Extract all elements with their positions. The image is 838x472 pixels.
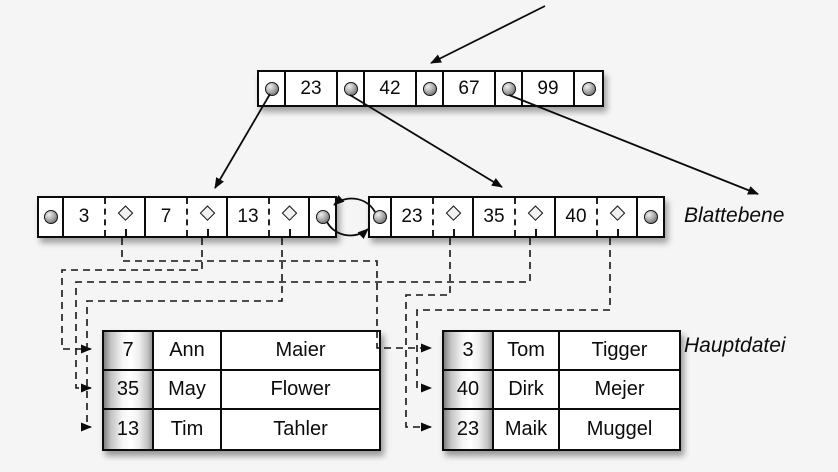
record-key-cell: 35: [104, 371, 154, 410]
record-firstname-cell: Maik: [494, 410, 560, 449]
record-diamond-icon: [199, 205, 215, 221]
leaf-key-cell: 35: [483, 206, 505, 227]
record-pointer-cell: [104, 198, 144, 236]
leaf-key-cell: 23: [401, 206, 423, 227]
record-pointer-cell: [432, 198, 472, 236]
pointer-circle-icon: [315, 210, 330, 224]
record-pointer-cell: [186, 198, 226, 236]
record-lastname-cell: Muggel: [586, 418, 653, 440]
pointer-tick: [535, 229, 537, 236]
leaf-key-cell: 7: [160, 206, 172, 227]
root-key-cell: 67: [444, 72, 496, 105]
leaf-pointer-cell: [39, 198, 64, 236]
pointer-tick: [453, 229, 455, 236]
record-pointer-cell: [514, 198, 554, 236]
record-diamond-icon: [445, 205, 461, 221]
leaf-pointer-cell: [310, 198, 335, 236]
record-firstname-cell: Tim: [154, 410, 222, 449]
record-firstname-cell: Dirk: [494, 371, 560, 410]
label-main-file: Hauptdatei: [684, 334, 786, 357]
leaf-key-cell: 3: [78, 206, 90, 227]
record-firstname-cell: Ann: [154, 332, 222, 371]
record-firstname-cell: Tom: [494, 332, 560, 371]
pointer-tick: [289, 229, 291, 236]
leaf-key-group: 13: [228, 198, 310, 236]
leaf-key-group: 3: [64, 198, 146, 236]
record-key-cell: 13: [104, 410, 154, 449]
record-lastname-cell: Tigger: [560, 332, 679, 371]
record-key-cell: 23: [444, 410, 494, 449]
label-leaf-level: Blattebene: [684, 204, 785, 227]
leaf-key-cell: 40: [565, 206, 587, 227]
root-key-cell: 23: [286, 72, 338, 105]
leaf-key-group: 23: [392, 198, 474, 236]
leaf-pointer-cell: [638, 198, 663, 236]
root-to-left-leaf-arrow: [214, 93, 271, 189]
record-diamond-icon: [609, 205, 625, 221]
pointer-circle-icon: [343, 81, 358, 96]
record-lastname-cell: Flower: [222, 371, 379, 410]
root-key-cell: 42: [365, 72, 417, 105]
record-diamond-icon: [281, 205, 297, 221]
record-lastname-cell: Maier: [222, 332, 379, 371]
pointer-circle-icon: [373, 210, 387, 224]
root-pointer-cell: [496, 72, 523, 105]
root-key-cell: 99: [523, 72, 575, 105]
record-lastname-cell: Mejer: [560, 371, 679, 410]
record-key-cell: 40: [444, 371, 494, 410]
main-file-table-left: 7 Ann Maier 35 May Flower 13 Tim Tahler: [102, 330, 381, 451]
leaf-key-cell: 13: [237, 206, 259, 227]
main-file-table-right: 3 Tom Tigger 40 Dirk Mejer 23 Maik Mugge…: [442, 330, 681, 451]
record-pointer-cell: [268, 198, 308, 236]
record-key-cell: 7: [104, 332, 154, 371]
record-firstname-cell: May: [154, 371, 222, 410]
record-lastname-cell: Tahler: [273, 418, 328, 440]
leaf-key-group: 7: [146, 198, 228, 236]
leaf-node-left: 3 7 13: [37, 196, 337, 238]
root-pointer-cell: [575, 72, 602, 105]
root-to-offscreen-leaf-arrow: [508, 94, 759, 195]
record-key-cell: 3: [444, 332, 494, 371]
pointer-circle-icon: [43, 210, 58, 224]
root-to-right-leaf-arrow: [349, 94, 503, 188]
root-pointer-cell: [417, 72, 444, 105]
leaf-key-group: 35: [474, 198, 556, 236]
root-pointer-cell: [259, 72, 286, 105]
record-pointer-cell: [596, 198, 636, 236]
record-diamond-icon: [527, 205, 543, 221]
root-node: 23 42 67 99: [257, 70, 604, 107]
pointer-circle-icon: [643, 210, 658, 224]
leaf-pointer-cell: [370, 198, 392, 236]
root-pointer-cell: [338, 72, 365, 105]
pointer-tick: [207, 229, 209, 236]
pointer-circle-icon: [264, 81, 279, 96]
pointer-circle-icon: [501, 81, 516, 96]
leaf-key-group: 40: [556, 198, 638, 236]
pointer-circle-icon: [422, 81, 437, 96]
leaf-node-right: 23 35 40: [368, 196, 665, 238]
pointer-tick: [617, 229, 619, 236]
pointer-tick: [125, 229, 127, 236]
record-diamond-icon: [117, 205, 133, 221]
root-entry-arrow: [430, 5, 546, 64]
pointer-circle-icon: [581, 81, 596, 96]
